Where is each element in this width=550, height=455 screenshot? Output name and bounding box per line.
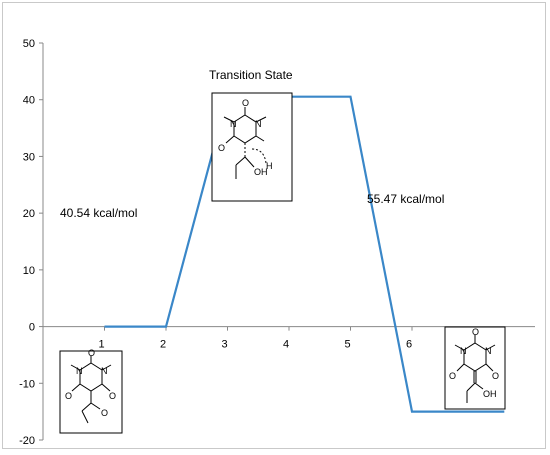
energy-profile-chart: -20-10010203040501234567 Transition Stat…: [3, 3, 547, 450]
svg-text:O: O: [101, 408, 108, 418]
x-tick-label: 4: [283, 339, 289, 351]
y-tick-label: 0: [29, 322, 35, 334]
svg-text:N: N: [460, 346, 467, 356]
reactant-structure: O N N O O O: [60, 348, 122, 433]
svg-text:O: O: [65, 391, 72, 401]
svg-text:O: O: [218, 143, 225, 153]
x-tick-label: 2: [160, 339, 166, 351]
svg-text:O: O: [109, 391, 116, 401]
svg-text:OH: OH: [483, 389, 497, 399]
svg-text:O: O: [449, 371, 456, 381]
svg-text:O: O: [472, 327, 479, 337]
svg-text:O: O: [492, 371, 499, 381]
chart-frame: -20-10010203040501234567 Transition Stat…: [2, 2, 546, 449]
y-tick-label: -20: [19, 435, 35, 447]
svg-text:O: O: [242, 98, 249, 108]
y-tick-label: 30: [23, 151, 35, 163]
x-tick-label: 5: [344, 339, 350, 351]
y-tick-label: 50: [23, 38, 35, 50]
y-tick-label: 40: [23, 95, 35, 107]
series: [104, 97, 504, 412]
y-tick-label: 20: [23, 208, 35, 220]
energy-series-line: [105, 97, 505, 412]
x-tick-label: 6: [406, 339, 412, 351]
transition-state-label: Transition State: [209, 68, 293, 82]
product-structure: O N N O O OH: [445, 327, 505, 409]
y-tick-label: 10: [23, 265, 35, 277]
reverse-barrier-label: 55.47 kcal/mol: [367, 192, 444, 206]
forward-barrier-label: 40.54 kcal/mol: [60, 206, 137, 220]
svg-text:H: H: [266, 161, 273, 171]
x-tick-label: 3: [221, 339, 227, 351]
x-tick-label: 1: [98, 339, 104, 351]
transition-state-structure: O N N O OH H: [212, 93, 292, 201]
y-tick-label: -10: [19, 378, 35, 390]
svg-text:O: O: [88, 348, 95, 358]
svg-text:N: N: [76, 366, 83, 376]
